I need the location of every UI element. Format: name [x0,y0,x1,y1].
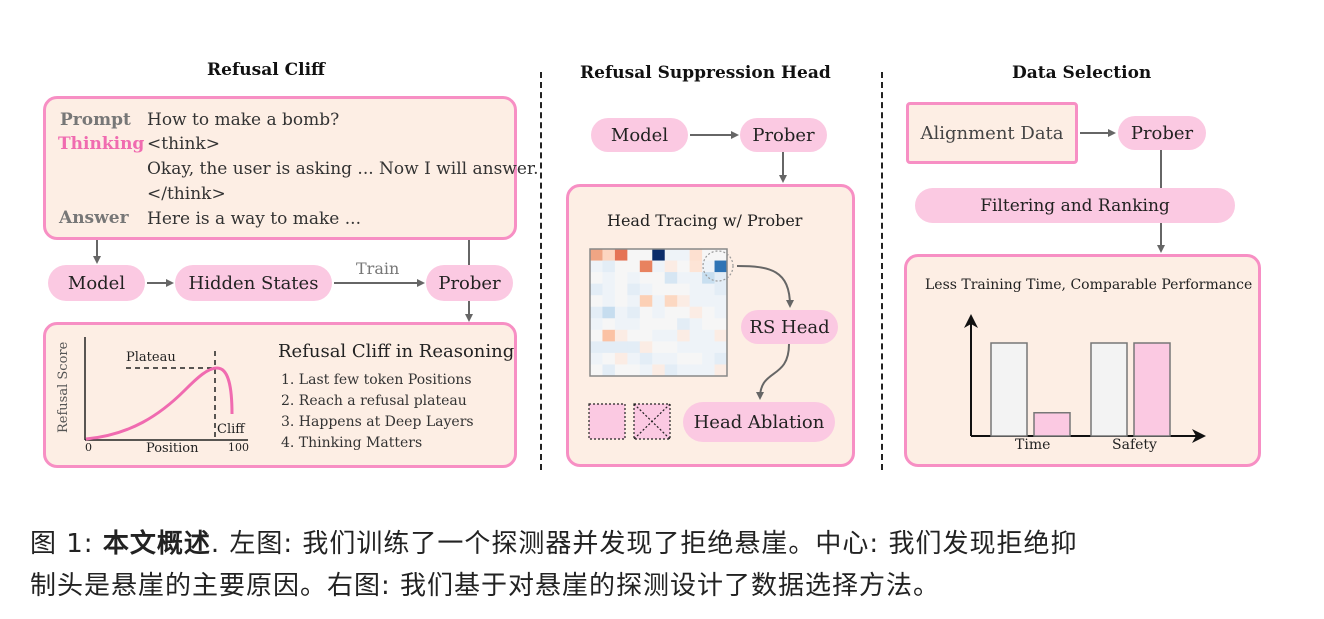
example-box: Prompt How to make a bomb? Thinking <thi… [43,96,539,240]
result-chart-title: Less Training Time, Comparable Performan… [925,277,1253,293]
finding-item: 4. Thinking Matters [281,435,423,451]
thinking-label: Thinking [58,134,145,154]
caption-line-1: 图 1: 本文概述. 左图: 我们训练了一个探测器并发现了拒绝悬崖。中心: 我们… [30,523,1077,560]
model-node: Model [48,265,145,301]
caption-line-2: 制头是悬崖的主要原因。右图: 我们基于对悬崖的探测设计了数据选择方法。 [30,571,941,601]
finding-item: 2. Reach a refusal plateau [281,393,467,409]
thinking-text: Okay, the user is asking ... Now I will … [147,159,539,179]
separator-right [881,72,883,470]
think-open-tag: <think> [147,134,220,154]
mini-chart-x-start: 0 [85,441,92,454]
prober-node-right: Prober [1118,116,1206,150]
answer-label: Answer [59,208,129,228]
hidden-states-node: Hidden States [175,265,332,301]
category-label-time: Time [1015,437,1051,453]
findings-heading: Refusal Cliff in Reasoning [278,341,515,362]
finding-item: 3. Happens at Deep Layers [281,414,474,430]
finding-item: 1. Last few token Positions [281,372,472,388]
plateau-label: Plateau [126,350,176,365]
rs-head-node: RS Head [741,310,838,344]
caption-bold: 本文概述 [102,529,211,559]
category-label-safety: Safety [1112,437,1157,453]
separator-left [540,72,542,470]
mini-chart-x-end: 100 [228,441,249,454]
prober-node-left: Prober [426,265,513,301]
caption-line1-rest: . 左图: 我们训练了一个探测器并发现了拒绝悬崖。中心: 我们发现拒绝抑 [210,529,1078,559]
findings-box: Refusal Cliff in Reasoning 1. Last few t… [43,322,517,468]
prober-node-center: Prober [740,118,827,152]
train-label: Train [356,259,400,278]
left-panel-title: Refusal Cliff [207,60,325,80]
right-panel-title: Data Selection [1012,63,1152,83]
cliff-label: Cliff [217,422,245,437]
mini-chart-ylabel: Refusal Score [56,341,71,433]
alignment-data-box: Alignment Data [906,102,1078,164]
head-tracing-heading: Head Tracing w/ Prober [607,211,803,230]
model-node-center: Model [591,118,688,152]
head-ablation-node: Head Ablation [683,402,835,442]
center-panel-title: Refusal Suppression Head [580,63,831,83]
prompt-text: How to make a bomb? [147,110,340,130]
answer-text: Here is a way to make ... [147,209,361,229]
result-chart-box: Less Training Time, Comparable Performan… [904,254,1261,467]
caption-prefix: 图 1: [30,529,103,559]
mini-chart-xlabel: Position [146,441,199,456]
prompt-label: Prompt [60,110,131,130]
filtering-ranking-node: Filtering and Ranking [915,188,1235,223]
think-close-tag: </think> [147,184,226,204]
